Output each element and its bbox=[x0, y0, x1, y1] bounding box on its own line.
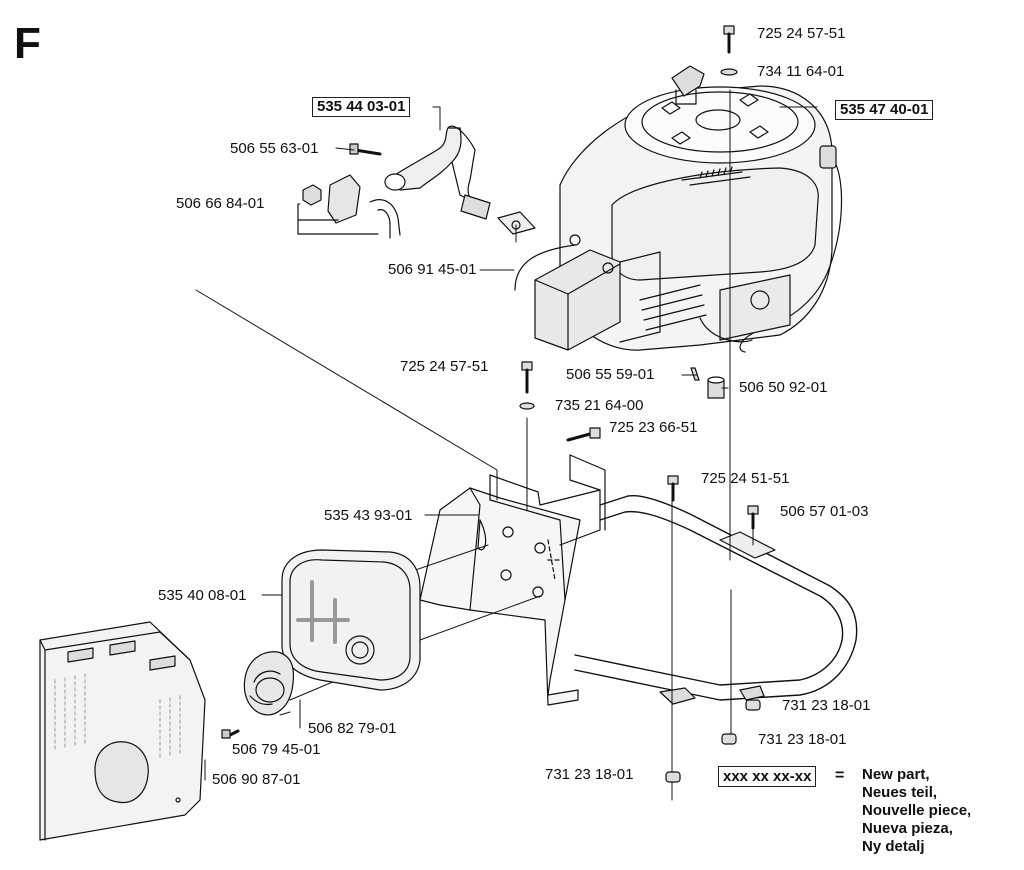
section-letter: F bbox=[14, 19, 41, 68]
part-number-label: 735 21 64-00 bbox=[555, 397, 644, 414]
legend-item: Nouvelle piece, bbox=[862, 802, 972, 819]
part-number-label: 506 79 45-01 bbox=[232, 741, 321, 758]
new-part-number-label: 535 47 40-01 bbox=[835, 100, 934, 120]
exhaust-pipe-illustration bbox=[297, 125, 536, 239]
mount-frame-illustration bbox=[195, 89, 858, 801]
legend-item: Neues teil, bbox=[862, 784, 938, 801]
part-number-label: 725 24 57-51 bbox=[757, 25, 846, 42]
part-number-label: 725 23 66-51 bbox=[609, 419, 698, 436]
hardware-illustration bbox=[221, 25, 761, 783]
part-number-label: 506 90 87-01 bbox=[212, 771, 301, 788]
part-number-label: 506 55 59-01 bbox=[566, 366, 655, 383]
legend-list: New part, Neues teil, Nouvelle piece, Nu… bbox=[862, 766, 971, 856]
muffler-guard-illustration bbox=[39, 621, 206, 841]
part-number-label: 535 43 93-01 bbox=[324, 507, 413, 524]
part-number-label: 506 91 45-01 bbox=[388, 261, 477, 278]
part-number-label: 506 66 84-01 bbox=[176, 195, 265, 212]
part-number-label: 734 11 64-01 bbox=[757, 63, 845, 80]
leader-lines bbox=[204, 106, 818, 781]
legend-key: xxx xx xx-xx bbox=[718, 766, 817, 787]
part-number-label: 731 23 18-01 bbox=[758, 731, 847, 748]
part-number-label: 731 23 18-01 bbox=[782, 697, 871, 714]
part-number-label: 725 24 57-51 bbox=[400, 358, 489, 375]
part-number-label: 506 57 01-03 bbox=[780, 503, 869, 520]
muffler-illustration bbox=[243, 549, 421, 716]
part-number-label: 535 40 08-01 bbox=[158, 587, 247, 604]
new-part-number-label: 535 44 03-01 bbox=[312, 97, 411, 117]
legend-item: New part, bbox=[862, 766, 930, 783]
part-number-label: 506 50 92-01 bbox=[739, 379, 828, 396]
legend-equals: = bbox=[835, 767, 845, 784]
part-number-label: 506 55 63-01 bbox=[230, 140, 319, 157]
part-number-label: 506 82 79-01 bbox=[308, 720, 397, 737]
engine-illustration bbox=[514, 65, 843, 399]
part-number-label: 731 23 18-01 bbox=[545, 766, 634, 783]
legend-item: Nueva pieza, bbox=[862, 820, 953, 837]
legend-item: Ny detalj bbox=[862, 838, 925, 855]
part-number-label: 725 24 51-51 bbox=[701, 470, 790, 487]
